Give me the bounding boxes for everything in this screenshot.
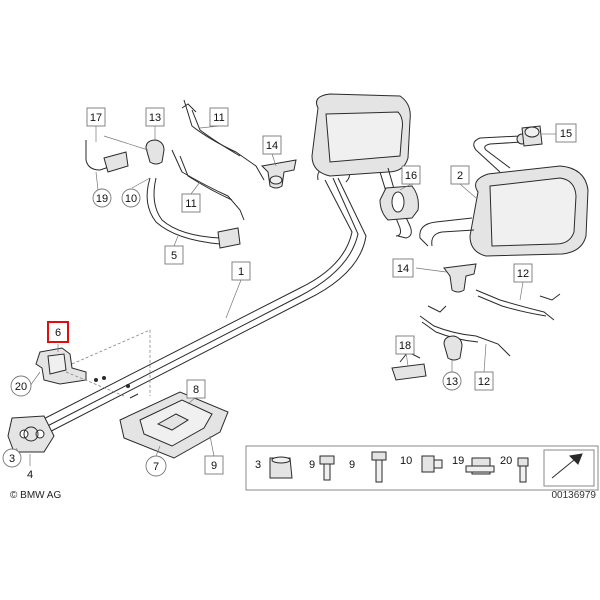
svg-text:10: 10 (400, 455, 412, 467)
legend-item-3: 3 (255, 456, 293, 479)
callout-4: 4 (27, 469, 33, 481)
hanger-group-right (391, 263, 561, 381)
callout-15: 15 (555, 123, 577, 143)
svg-text:11: 11 (213, 112, 224, 124)
callout-17: 17 (86, 107, 106, 127)
callout-12-lower: 12 (474, 371, 494, 391)
legend-item-10: 10 (400, 455, 443, 473)
callout-11-upper: 11 (209, 107, 229, 127)
hardware-legend: 3 9 9 10 19 20 (245, 445, 599, 491)
callout-14-upper: 14 (262, 135, 282, 155)
svg-text:20: 20 (500, 455, 512, 467)
callout-11-lower: 11 (181, 193, 201, 213)
svg-text:19: 19 (96, 193, 108, 205)
svg-text:9: 9 (309, 459, 315, 471)
diagram-id-text: 00136979 (552, 490, 597, 501)
callout-20: 20 (10, 375, 32, 397)
svg-text:19: 19 (452, 455, 464, 467)
svg-text:20: 20 (15, 381, 27, 393)
hanger-group-upper-left (85, 99, 297, 249)
svg-text:12: 12 (517, 268, 529, 280)
arrow-icon (543, 449, 595, 487)
svg-text:13: 13 (149, 112, 161, 124)
flange-part-4 (7, 415, 55, 453)
callout-5: 5 (164, 245, 184, 265)
callout-1: 1 (231, 261, 251, 281)
callout-12-upper: 12 (513, 263, 533, 283)
leader-lines (15, 125, 524, 466)
callout-18: 18 (395, 335, 415, 355)
front-pipe-part-1 (17, 167, 367, 443)
svg-text:15: 15 (560, 128, 572, 140)
heat-shield-part-7 (119, 391, 229, 459)
svg-text:6: 6 (55, 327, 61, 339)
svg-text:3: 3 (9, 453, 15, 465)
svg-text:18: 18 (399, 340, 411, 352)
svg-text:4: 4 (27, 469, 33, 481)
svg-text:17: 17 (90, 112, 102, 124)
callout-8: 8 (186, 379, 206, 399)
legend-item-20: 20 (500, 455, 529, 483)
legend-item-9-screw: 9 (349, 451, 387, 483)
svg-text:1: 1 (238, 266, 244, 278)
svg-text:14: 14 (397, 263, 409, 275)
svg-text:9: 9 (349, 459, 355, 471)
legend-item-19: 19 (452, 455, 495, 475)
svg-text:12: 12 (478, 376, 490, 388)
rubber-mount-part-15 (521, 125, 556, 147)
svg-text:2: 2 (457, 170, 463, 182)
svg-text:8: 8 (193, 384, 199, 396)
callout-13-lower: 13 (442, 371, 462, 391)
callout-2: 2 (450, 165, 470, 185)
small-fasteners (94, 376, 139, 399)
callout-19-upper: 19 (92, 188, 112, 208)
callout-7: 7 (145, 455, 167, 477)
copyright-text: © BMW AG (10, 490, 61, 501)
callout-9: 9 (204, 455, 224, 475)
rear-silencer-part-2 (419, 133, 589, 257)
clamp-part-16 (379, 178, 419, 221)
callout-13-upper: 13 (145, 107, 165, 127)
callout-3: 3 (2, 448, 22, 468)
svg-text:14: 14 (266, 140, 278, 152)
svg-text:11: 11 (185, 198, 196, 210)
callout-10-upper: 10 (121, 188, 141, 208)
svg-text:9: 9 (211, 460, 217, 472)
center-silencer (311, 93, 412, 239)
callout-16: 16 (401, 165, 421, 185)
svg-text:13: 13 (446, 376, 458, 388)
svg-text:5: 5 (171, 250, 177, 262)
svg-text:7: 7 (153, 461, 159, 473)
callout-6-highlighted: 6 (47, 321, 69, 343)
callout-14-lower: 14 (392, 258, 414, 278)
svg-text:3: 3 (255, 459, 261, 471)
mount-bracket-part-6 (35, 329, 151, 397)
legend-item-9-bolt: 9 (309, 455, 335, 481)
svg-text:10: 10 (125, 193, 137, 205)
svg-text:16: 16 (405, 170, 417, 182)
